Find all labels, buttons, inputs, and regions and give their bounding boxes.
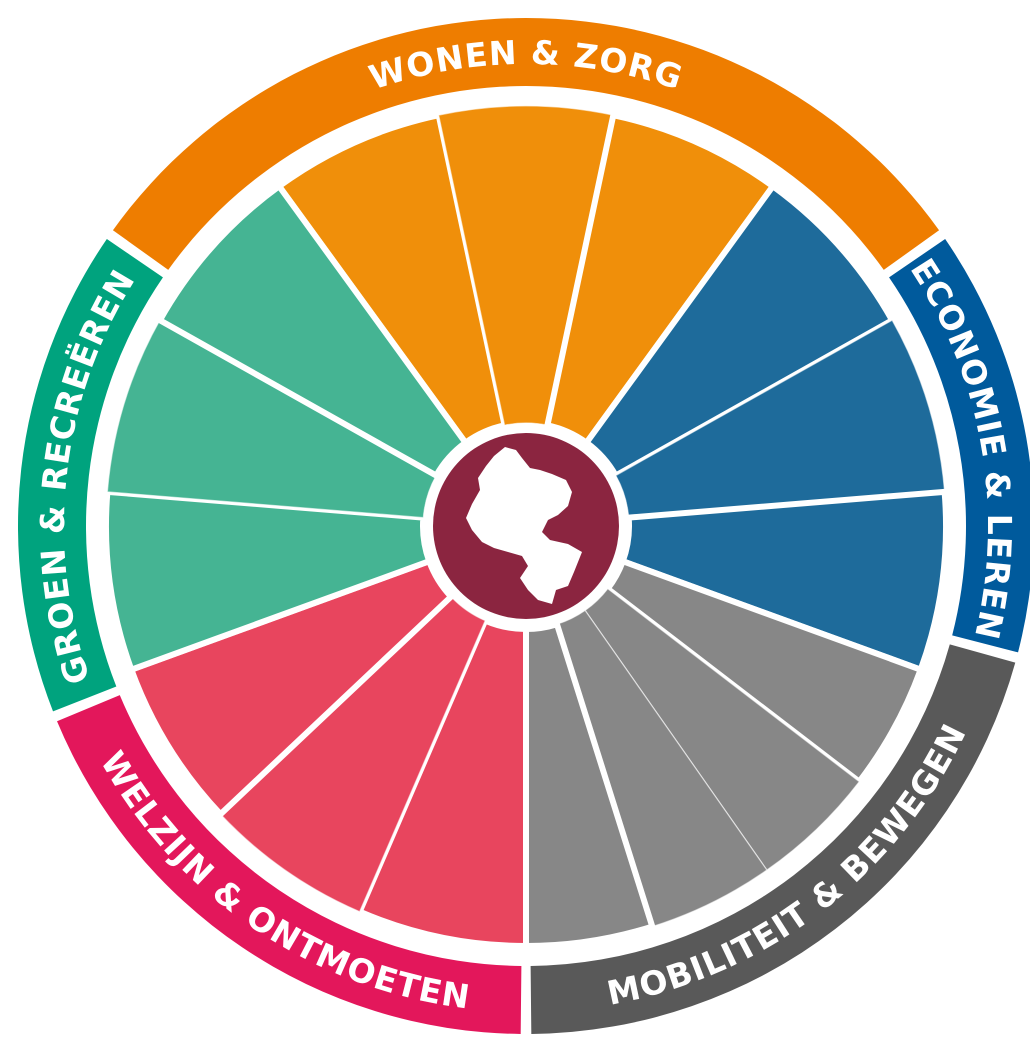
rim-band [112, 17, 940, 270]
center-hub [423, 423, 629, 629]
rim-bands [17, 17, 1030, 1034]
theme-sectors [103, 105, 949, 950]
rim-band [889, 238, 1030, 653]
rim-band [530, 644, 1016, 1034]
rim-band [57, 695, 522, 1034]
map-silhouette-icon [466, 447, 582, 604]
rim-band [17, 238, 163, 712]
